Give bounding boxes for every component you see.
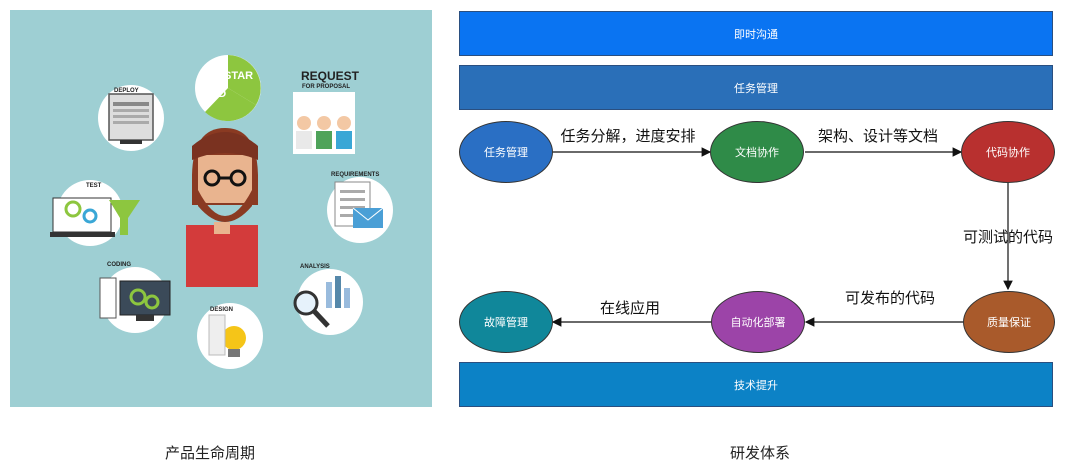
edge-label-docs-code: 架构、设计等文档 bbox=[817, 127, 938, 145]
request-for-proposal-icon: REQUEST FOR PROPOSAL bbox=[293, 69, 360, 154]
coding-label: CODING bbox=[107, 262, 131, 268]
illustration-caption: 产品生命周期 bbox=[164, 444, 255, 462]
diagram-caption: 研发体系 bbox=[729, 444, 790, 462]
design-label: DESIGN bbox=[210, 307, 233, 313]
analysis-label: ANALYSIS bbox=[300, 264, 330, 270]
edge-label-deploy-ops: 在线应用 bbox=[599, 299, 660, 317]
instant-messaging-bar: 即时沟通 bbox=[459, 11, 1053, 56]
analysis-icon: ANALYSIS bbox=[293, 264, 363, 335]
deploy-label: DEPLOY bbox=[114, 88, 139, 94]
node-auto-deploy: 自动化部署 bbox=[711, 291, 805, 353]
node-quality-assurance: 质量保证 bbox=[963, 291, 1055, 353]
deploy-icon: DEPLOY bbox=[98, 85, 164, 151]
developer-avatar bbox=[186, 128, 258, 287]
star-label: STAR bbox=[224, 70, 253, 82]
edge-label-code-qa: 可测试的代码 bbox=[962, 228, 1053, 246]
design-icon: DESIGN bbox=[197, 303, 263, 369]
edge-label-task-docs: 任务分解，进度安排 bbox=[560, 127, 696, 145]
coding-icon: CODING bbox=[99, 262, 171, 333]
test-label: TEST bbox=[86, 183, 102, 189]
edge-label-qa-deploy: 可发布的代码 bbox=[844, 289, 935, 307]
request-sub-label: FOR PROPOSAL bbox=[302, 84, 350, 90]
task-management-bar: 任务管理 bbox=[459, 65, 1053, 110]
node-code-collaboration: 代码协作 bbox=[961, 121, 1055, 183]
product-lifecycle-illustration: DEPLOY STAR END REQUEST FOR PROPOSAL bbox=[10, 10, 432, 407]
node-task-management: 任务管理 bbox=[459, 121, 553, 183]
request-label: REQUEST bbox=[301, 69, 360, 83]
tech-improvement-bar: 技术提升 bbox=[459, 362, 1053, 407]
end-label: END bbox=[203, 88, 226, 100]
node-incident-management: 故障管理 bbox=[459, 291, 553, 353]
node-document-collaboration: 文档协作 bbox=[710, 121, 804, 183]
test-icon: TEST bbox=[50, 180, 140, 246]
start-end-icon: STAR END bbox=[195, 55, 261, 122]
requirements-label: REQUIREMENTS bbox=[331, 172, 379, 178]
requirements-icon: REQUIREMENTS bbox=[327, 172, 393, 243]
lifecycle-artwork: DEPLOY STAR END REQUEST FOR PROPOSAL bbox=[50, 55, 393, 369]
